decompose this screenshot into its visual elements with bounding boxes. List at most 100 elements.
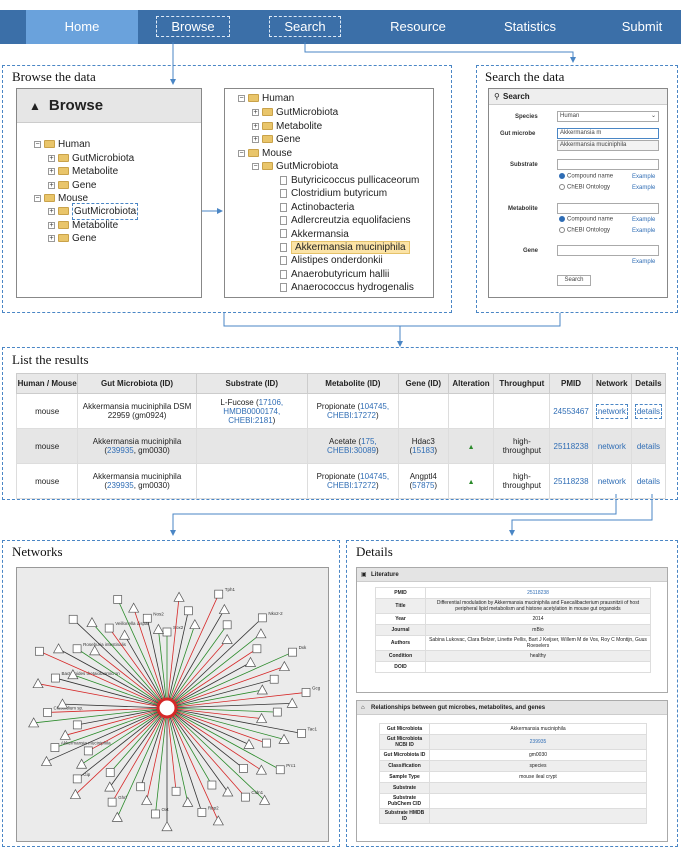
search-button[interactable]: Search	[557, 275, 591, 286]
tree2-human-metabolite[interactable]: +Metabolite	[252, 121, 323, 132]
network-node[interactable]	[56, 698, 69, 709]
network-node[interactable]	[111, 811, 123, 822]
microbe-item[interactable]: Anaerobutyricum hallii	[280, 269, 389, 280]
network-node[interactable]	[59, 729, 71, 740]
cell-pmid[interactable]: 24553467	[549, 393, 593, 429]
network-node[interactable]	[256, 684, 268, 695]
network-node[interactable]	[52, 643, 65, 654]
gene-example[interactable]: Example	[632, 259, 656, 265]
tree2-human-gut[interactable]: +GutMicrobiota	[252, 107, 339, 118]
network-node[interactable]	[105, 768, 115, 777]
network-node[interactable]	[278, 660, 290, 671]
cell-details[interactable]: details	[630, 463, 667, 499]
network-node[interactable]	[255, 712, 268, 723]
table-text[interactable]: 57875	[412, 481, 435, 490]
microbe-item[interactable]: Akkermansia	[280, 229, 349, 240]
field-value[interactable]: 25118238	[425, 587, 651, 599]
network-node[interactable]	[252, 644, 262, 654]
table-text[interactable]: network	[595, 403, 628, 419]
substrate-input[interactable]	[557, 159, 659, 170]
network-node[interactable]	[141, 794, 153, 805]
tree-mouse[interactable]: −Mouse	[34, 193, 89, 204]
network-node[interactable]	[207, 780, 217, 790]
network-node[interactable]	[128, 602, 140, 613]
network-node[interactable]	[68, 614, 78, 624]
microbe-item[interactable]: Anaerococcus hydrogenalis	[280, 282, 414, 293]
network-node[interactable]	[161, 821, 173, 832]
tree2-mouse[interactable]: −Mouse	[238, 148, 293, 159]
tree2-human-gene[interactable]: +Gene	[252, 134, 301, 145]
network-node[interactable]	[151, 809, 160, 819]
network-node[interactable]	[32, 677, 44, 689]
network-node[interactable]	[222, 620, 232, 630]
network-node[interactable]	[214, 589, 224, 599]
network-node[interactable]	[69, 788, 82, 799]
network-node[interactable]	[50, 743, 60, 752]
table-text[interactable]: details	[636, 476, 660, 486]
network-node[interactable]	[288, 647, 297, 657]
table-text[interactable]: 239935	[107, 481, 134, 490]
network-node[interactable]	[173, 591, 185, 602]
cell-network[interactable]: network	[591, 393, 632, 429]
network-hub-node[interactable]	[156, 697, 178, 719]
network-node[interactable]	[272, 707, 282, 717]
nav-resource[interactable]: Resource	[390, 19, 446, 34]
nav-statistics[interactable]: Statistics	[503, 19, 556, 34]
tree-human-gene[interactable]: +Gene	[48, 180, 97, 191]
substrate-opt-chebi[interactable]: ChEBI Ontology	[559, 184, 610, 191]
table-text[interactable]: 17106, HMDB0000174, CHEBI:2181	[223, 397, 284, 425]
network-node[interactable]	[286, 697, 298, 708]
network-node[interactable]	[269, 674, 279, 684]
cell-pmid[interactable]: 25118238	[549, 463, 593, 499]
tree-human-metabolite[interactable]: +Metabolite	[48, 166, 119, 177]
gut-microbe-input[interactable]: Akkermansia m	[557, 128, 659, 139]
network-node[interactable]	[89, 645, 101, 656]
network-node[interactable]	[72, 644, 82, 654]
network-node[interactable]	[243, 738, 255, 749]
table-text[interactable]: network	[597, 441, 626, 451]
autocomplete-suggestion[interactable]: Akkermansia muciniphila	[557, 140, 659, 151]
network-node[interactable]	[262, 738, 271, 748]
microbe-item[interactable]: Adlercreutzia equolifaciens	[280, 215, 411, 226]
network-node[interactable]	[86, 616, 98, 628]
network-node[interactable]	[257, 613, 267, 623]
network-node[interactable]	[104, 781, 116, 792]
microbe-item[interactable]: Actinobacteria	[280, 202, 354, 213]
metabolite-input[interactable]	[557, 203, 659, 214]
network-node[interactable]	[104, 623, 114, 633]
network-node[interactable]	[72, 774, 82, 784]
cell-details[interactable]: details	[630, 428, 667, 464]
cell-network[interactable]: network	[591, 463, 632, 499]
table-text[interactable]: 104745, CHEBI:17272	[327, 402, 390, 420]
microbe-item[interactable]: Butyricicoccus pullicaceorum	[280, 175, 419, 186]
tree-mouse-metabolite[interactable]: +Metabolite	[48, 220, 119, 231]
table-text[interactable]: 24553467	[553, 406, 589, 416]
network-node[interactable]	[43, 708, 52, 717]
substrate-opt-compound[interactable]: Compound name	[559, 173, 613, 180]
microbe-item[interactable]: Akkermansia muciniphila	[280, 241, 410, 254]
table-text[interactable]: 239935	[107, 446, 134, 455]
table-text[interactable]: 15183	[412, 446, 435, 455]
tree-mouse-gut[interactable]: +GutMicrobiota	[48, 203, 139, 220]
network-node[interactable]	[255, 764, 268, 775]
microbe-item[interactable]: Clostridium butyricum	[280, 188, 387, 199]
table-text[interactable]: 104745, CHEBI:17272	[327, 472, 390, 490]
network-node[interactable]	[51, 673, 60, 683]
tree-human[interactable]: −Human	[34, 139, 91, 150]
metabolite-opt-compound[interactable]: Compound name	[559, 216, 613, 223]
network-node[interactable]	[113, 595, 123, 604]
table-text[interactable]: 25118238	[553, 476, 589, 486]
network-node[interactable]	[241, 792, 250, 802]
network-node[interactable]	[189, 618, 201, 630]
cell-network[interactable]: network	[591, 428, 632, 464]
metabolite-example-2[interactable]: Example	[632, 228, 656, 234]
metabolite-opt-chebi[interactable]: ChEBI Ontology	[559, 227, 610, 234]
network-node[interactable]	[171, 786, 181, 796]
table-text[interactable]: 175, CHEBI:30089	[327, 437, 377, 455]
microbe-item[interactable]: Alistipes onderdonkii	[280, 255, 383, 266]
cell-pmid[interactable]: 25118238	[549, 428, 593, 464]
tree-mouse-gene[interactable]: +Gene	[48, 233, 97, 244]
network-node[interactable]	[218, 603, 230, 614]
nav-home[interactable]: Home	[26, 10, 138, 44]
table-text[interactable]: 25118238	[553, 441, 589, 451]
